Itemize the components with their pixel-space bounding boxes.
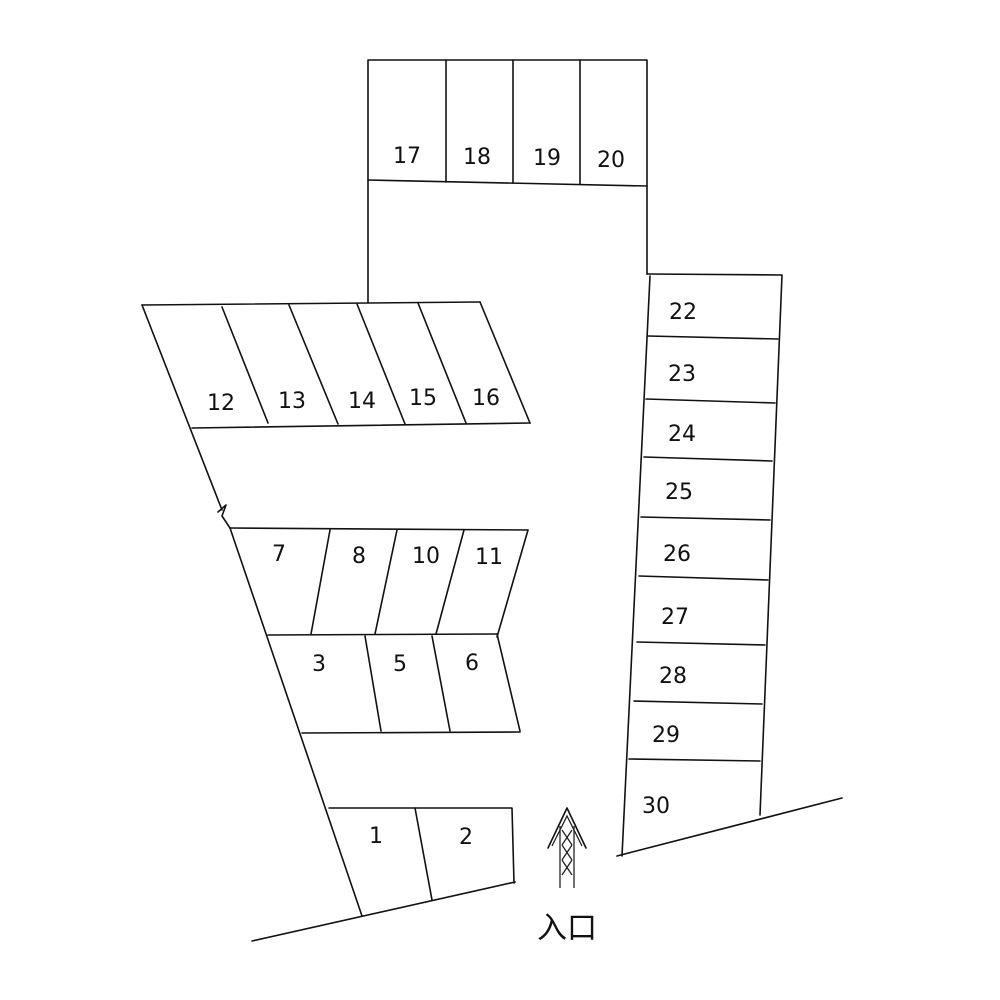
block-3-6 <box>301 633 521 734</box>
space-label-12: 12 <box>207 391 235 416</box>
entrance-label: 入口 <box>537 911 597 946</box>
space-label-15: 15 <box>409 386 437 411</box>
space-label-27: 27 <box>661 605 689 630</box>
space-label-10: 10 <box>412 544 440 569</box>
space-label-20: 20 <box>597 148 625 173</box>
space-label-3: 3 <box>312 652 326 677</box>
space-label-18: 18 <box>463 145 491 170</box>
space-labels: 17 18 19 20 12 13 14 15 16 7 8 10 11 3 5… <box>207 144 697 850</box>
space-label-22: 22 <box>669 300 697 325</box>
space-label-5: 5 <box>393 652 407 677</box>
space-label-24: 24 <box>668 422 696 447</box>
lot-boundary <box>141 304 843 942</box>
space-label-29: 29 <box>652 723 680 748</box>
space-label-19: 19 <box>533 146 561 171</box>
space-label-2: 2 <box>459 825 473 850</box>
space-label-11: 11 <box>475 545 503 570</box>
space-label-1: 1 <box>369 824 383 849</box>
block-right-22-30 <box>621 273 783 857</box>
space-label-16: 16 <box>472 386 500 411</box>
space-label-7: 7 <box>272 542 286 567</box>
space-label-26: 26 <box>663 542 691 567</box>
block-7-11 <box>229 527 529 638</box>
space-label-17: 17 <box>393 144 421 169</box>
block-1-2 <box>328 807 515 901</box>
space-label-6: 6 <box>465 651 479 676</box>
block-12-16 <box>141 301 531 429</box>
space-label-23: 23 <box>668 362 696 387</box>
space-label-8: 8 <box>352 544 366 569</box>
space-label-30: 30 <box>642 794 670 819</box>
space-label-13: 13 <box>278 389 306 414</box>
block-top-17-20 <box>367 59 648 303</box>
space-label-25: 25 <box>665 480 693 505</box>
space-label-28: 28 <box>659 664 687 689</box>
up-arrow-icon <box>547 807 587 888</box>
space-label-14: 14 <box>348 389 376 414</box>
